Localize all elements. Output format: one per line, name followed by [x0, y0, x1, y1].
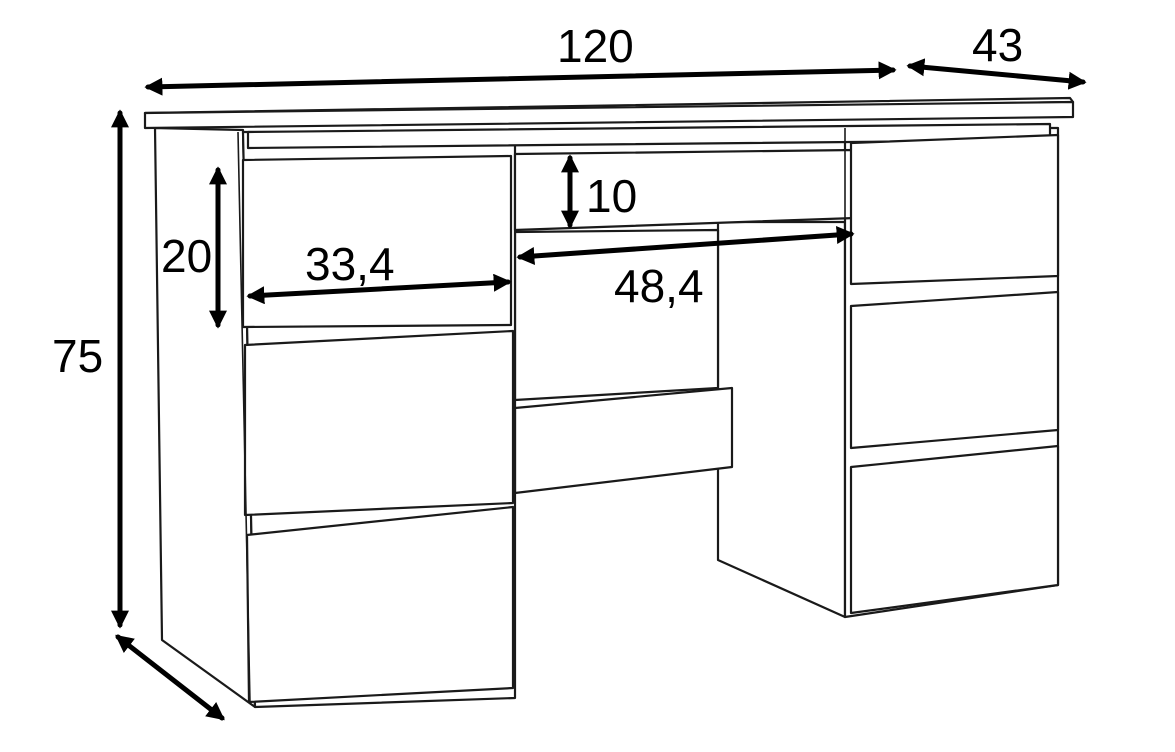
knee-space-width-dimension-arrow	[516, 226, 855, 265]
right-drawer-1	[849, 133, 1060, 286]
modesty-bar	[513, 386, 734, 495]
depth-dimension-arrow	[906, 58, 1087, 90]
width-label: 120	[557, 20, 634, 72]
width-dimension-arrow	[144, 61, 897, 96]
desk-top-front-edge	[143, 100, 1075, 130]
center-drawer	[513, 148, 857, 232]
depth-base-dimension-arrow	[115, 634, 225, 721]
drawer-height-label: 20	[161, 230, 212, 282]
dimension-lines	[111, 58, 1087, 721]
height-label: 75	[52, 330, 103, 382]
right-drawer-2	[849, 290, 1060, 450]
right-drawer-3	[849, 444, 1060, 615]
knee-space-width-label: 48,4	[614, 260, 704, 312]
left-drawer-2	[243, 329, 515, 517]
left-panel-inner-edge	[237, 131, 251, 704]
drawer-width-label: 33,4	[305, 238, 395, 290]
dimension-labels: 120 43 75 20 33,4 10 48,4	[52, 19, 1023, 382]
right-inner-side-panel	[716, 220, 847, 619]
center-drawer-height-label: 10	[586, 170, 637, 222]
depth-label: 43	[972, 19, 1023, 71]
left-drawer-3	[245, 505, 515, 704]
drawer-width-dimension-arrow	[246, 273, 512, 305]
